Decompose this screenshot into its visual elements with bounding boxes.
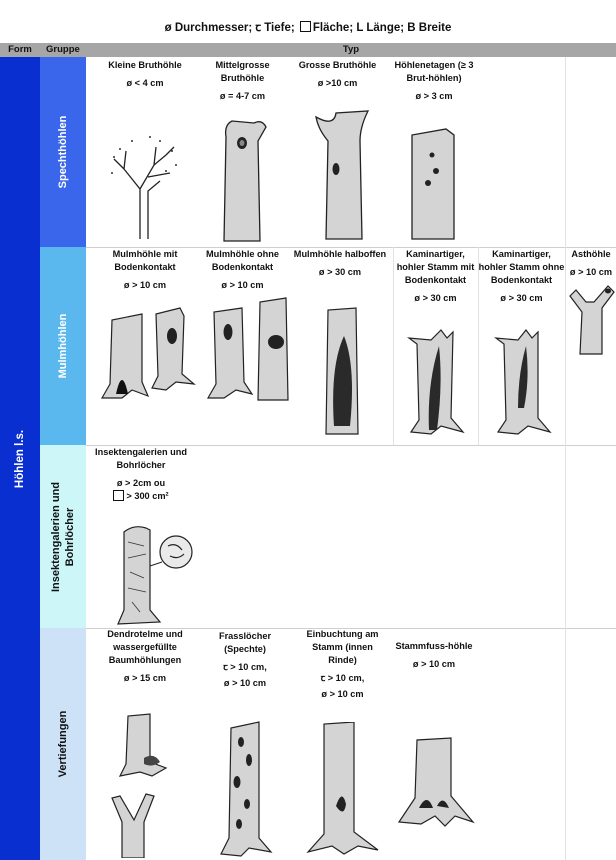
legend: ø Durchmesser; ꞇ Tiefe; Fläche; L Länge;… [0, 20, 616, 36]
type-mulmhoehle-halboffen: Mulmhöhle halboffen ø > 30 cm [290, 248, 390, 444]
type-name: Stammfuss-höhle [395, 641, 473, 651]
tree-insect-galleries-illustration [117, 526, 193, 625]
group-insektengalerien: Insektengalerien und Bohrlöcher [40, 445, 86, 628]
type-mulmhoehle-ohne-bodenkontakt: Mulmhöhle ohne Bodenkontakt ø > 10 cm [200, 248, 289, 444]
header-form: Form [0, 43, 40, 57]
type-name: Mulmhöhle ohne Bodenkontakt [206, 249, 279, 272]
tree-branch-cavity-illustration [569, 285, 615, 355]
type-name: Mulmhöhle halboffen [293, 249, 387, 259]
type-insektengalerien: Insektengalerien und Bohrlöcher ø > 2cm … [88, 446, 194, 626]
row-divider [86, 247, 616, 248]
form-column: Höhlen l.s. [0, 57, 40, 860]
type-name: Kaminartiger, hohler Stamm mit Bodenkont… [396, 249, 475, 285]
tree-chimney-no-ground-illustration [493, 329, 552, 435]
tree-feeding-holes-illustration [220, 721, 273, 857]
tree-multi-cavity-illustration [411, 128, 455, 240]
type-name: Frasslöcher (Spechte) [218, 631, 272, 654]
type-mulmhoehle-mit-bodenkontakt: Mulmhöhle mit Bodenkontakt ø > 10 cm [90, 248, 200, 444]
type-dimension: ø = 4-7 cm [219, 91, 266, 101]
tree-small-cavity-illustration [111, 136, 177, 239]
type-dimension: ø >10 cm [317, 78, 358, 88]
type-name: Mittelgrosse Bruthöhle [215, 60, 270, 83]
type-dimension: ø > 10 cm [412, 659, 456, 669]
group-label: Spechthöhlen [57, 115, 69, 189]
form-label: Höhlen l.s. [14, 429, 26, 488]
type-dimension: ø > 2cm ou [116, 478, 166, 488]
tree-large-cavity-illustration [315, 110, 370, 240]
column-divider [393, 247, 394, 445]
tree-half-open-hollow-illustration [325, 307, 359, 435]
row-divider [86, 628, 616, 629]
legend-diameter: ø Durchmesser; [164, 22, 253, 34]
type-dimension: ø > 10 cm [223, 678, 267, 688]
type-hoehlenetagen: Höhlenetagen (≥ 3 Brut-höhlen) ø > 3 cm [390, 59, 478, 245]
type-name: Einbuchtung am Stamm (innen Rinde) [306, 629, 379, 665]
type-dimension: ø > 30 cm [414, 293, 457, 303]
type-dimension: ꞇ > 10 cm, [320, 673, 365, 683]
type-name: Asthöhle [571, 249, 611, 259]
group-label: Mulmhöhlen [57, 313, 69, 379]
tree-chimney-ground-illustration [406, 329, 465, 435]
type-stammfusshoehle: Stammfuss-höhle ø > 10 cm [393, 628, 475, 858]
area-square-icon [113, 490, 125, 501]
type-name: Dendrotelme und wassergefüllte Baumhöhlu… [107, 629, 183, 665]
type-dimension: ø > 30 cm [318, 267, 362, 277]
group-label: Insektengalerien und Bohrlöcher [50, 481, 76, 592]
type-kleine-bruthoehle: Kleine Bruthöhle ø < 4 cm [90, 59, 200, 245]
type-dimension-area: > 300 cm² [88, 490, 194, 503]
type-dimension: ø > 10 cm [321, 689, 364, 699]
type-einbuchtung: Einbuchtung am Stamm (innen Rinde) ꞇ > 1… [300, 628, 385, 858]
tree-base-cavity-illustration [397, 737, 475, 827]
type-name: Kleine Bruthöhle [108, 60, 182, 70]
type-grosse-bruthoehle: Grosse Bruthöhle ø >10 cm [290, 59, 385, 245]
type-dimension: ꞇ > 10 cm, [223, 662, 267, 672]
tree-water-hollow-illustration [111, 713, 168, 858]
type-asthoehle: Asthöhle ø > 10 cm [566, 248, 616, 444]
header-gruppe: Gruppe [40, 43, 86, 57]
type-kaminartig-mit-bodenkontakt: Kaminartiger, hohler Stamm mit Bodenkont… [393, 248, 478, 444]
tree-hollow-no-ground-illustration [206, 297, 289, 401]
tree-medium-cavity-illustration [223, 120, 267, 242]
type-name: Höhlenetagen (≥ 3 Brut-höhlen) [394, 60, 474, 83]
header-typ: Typ [86, 43, 616, 57]
group-label: Vertiefungen [57, 710, 69, 778]
column-divider [478, 247, 479, 445]
type-name: Insektengalerien und Bohrlöcher [95, 447, 187, 470]
type-dimension: ø > 10 cm [569, 267, 613, 277]
legend-area: Fläche; [312, 22, 354, 34]
row-divider [86, 445, 616, 446]
group-spechthoehlen: Spechthöhlen [40, 57, 86, 247]
type-dimension: ø > 15 cm [123, 673, 167, 683]
type-dendrotelme: Dendrotelme und wassergefüllte Baumhöhlu… [90, 628, 200, 858]
type-frassloecher: Frasslöcher (Spechte) ꞇ > 10 cm, ø > 10 … [205, 628, 285, 858]
type-dimension: ø > 10 cm [123, 280, 167, 290]
type-name: Grosse Bruthöhle [298, 60, 377, 70]
area-square-icon [299, 21, 311, 32]
type-kaminartig-ohne-bodenkontakt: Kaminartiger, hohler Stamm ohne Bodenkon… [478, 248, 565, 444]
legend-depth: ꞇ Tiefe; [255, 22, 295, 34]
type-dimension: ø < 4 cm [126, 78, 164, 88]
group-mulmhoehlen: Mulmhöhlen [40, 247, 86, 445]
tree-hollow-ground-contact-illustration [100, 307, 196, 399]
type-name: Mulmhöhle mit Bodenkontakt [112, 249, 178, 272]
tree-bark-pocket-illustration [306, 722, 379, 855]
column-divider [565, 57, 566, 860]
type-dimension: ø > 30 cm [500, 293, 543, 303]
type-name: Kaminartiger, hohler Stamm ohne Bodenkon… [478, 249, 565, 285]
group-vertiefungen: Vertiefungen [40, 628, 86, 860]
type-mittelgrosse-bruthoehle: Mittelgrosse Bruthöhle ø = 4-7 cm [200, 59, 285, 245]
type-dimension: ø > 10 cm [221, 280, 264, 290]
type-dimension: ø > 3 cm [415, 91, 453, 101]
legend-rest: L Länge; B Breite [356, 22, 452, 34]
